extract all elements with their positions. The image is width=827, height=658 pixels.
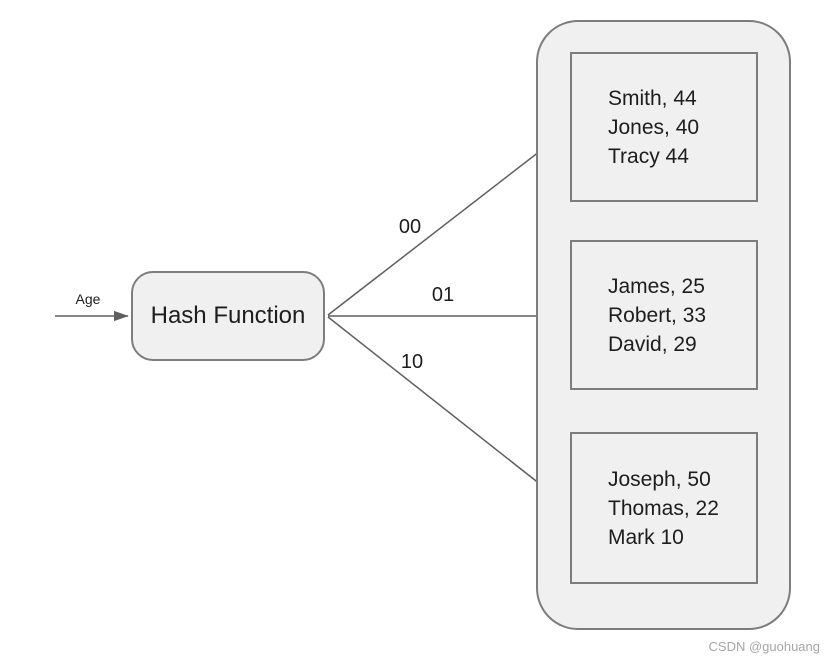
- bucket-entry: Smith, 44: [608, 86, 697, 110]
- bucket-entry: Joseph, 50: [608, 467, 711, 491]
- arrow-label-10: 10: [400, 351, 424, 373]
- arrow-label-01: 01: [431, 284, 455, 306]
- bucket-entry: James, 25: [608, 274, 705, 298]
- watermark: CSDN @guohuang: [708, 639, 820, 654]
- bucket-entry: Mark 10: [608, 525, 684, 549]
- hash-function-label: Hash Function: [150, 302, 306, 329]
- hash-function-box: Hash Function: [131, 271, 325, 361]
- age-input-label: Age: [75, 291, 101, 307]
- bucket-entry: Jones, 40: [608, 115, 700, 139]
- bucket-entry: Thomas, 22: [608, 496, 719, 520]
- bucket-entry: David, 29: [608, 332, 697, 356]
- arrow-to-bucket-00: [327, 130, 567, 316]
- arrow-label-00: 00: [398, 216, 422, 238]
- bucket-01: James, 25 Robert, 33 David, 29: [570, 240, 758, 390]
- bucket-entry: Tracy 44: [608, 144, 689, 168]
- bucket-10: Joseph, 50 Thomas, 22 Mark 10: [570, 432, 758, 584]
- bucket-00: Smith, 44 Jones, 40 Tracy 44: [570, 52, 758, 202]
- arrow-to-bucket-10: [327, 316, 565, 504]
- bucket-entry: Robert, 33: [608, 303, 707, 327]
